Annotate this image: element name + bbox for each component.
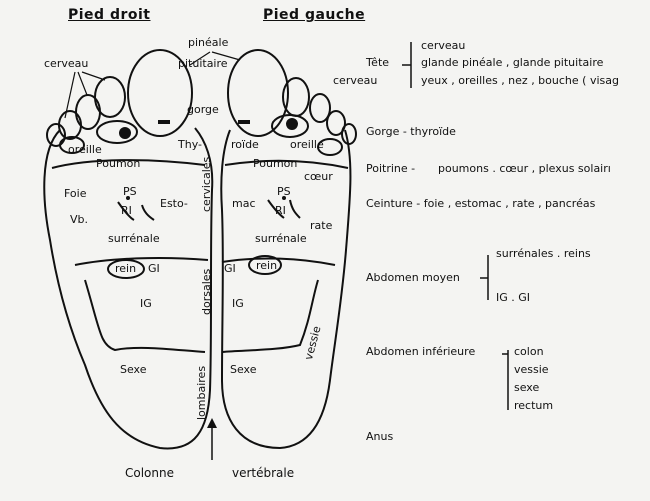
left-eye-pupil	[286, 118, 298, 130]
left-eye-region	[271, 114, 309, 138]
left-toe-5	[341, 123, 357, 145]
right-eye-region	[96, 120, 138, 144]
right-diaphragm-line	[51, 159, 206, 169]
right-eye-pupil	[119, 127, 131, 139]
left-toe-4	[326, 110, 346, 136]
right-ps-ri-dot	[126, 196, 130, 200]
left-foot-title: Pied gauche	[263, 7, 366, 23]
label-mac: mac	[232, 197, 256, 210]
left-gorge-mark	[238, 120, 250, 124]
spine-arrow-head	[207, 418, 217, 428]
legend-gorge: Gorge - thyroïde	[366, 125, 456, 138]
label-gi-left: GI	[224, 262, 236, 275]
right-toe-4	[58, 110, 82, 140]
label-cerveau-right: cerveau	[44, 57, 89, 70]
cerveau-right-pointer-lines	[64, 71, 106, 119]
legend-poitrine-label: Poitrine -	[366, 162, 416, 175]
legend-abdomen-inferieure-item-4: rectum	[514, 399, 554, 412]
left-foot-outline	[220, 129, 352, 450]
left-toe-3	[309, 93, 331, 123]
left-ear-region	[317, 138, 343, 156]
right-foot-outline	[43, 127, 214, 450]
right-toe-3	[75, 94, 101, 130]
label-ps-left: PS	[277, 185, 291, 198]
label-sexe-left: Sexe	[230, 363, 257, 376]
legend-tete-item-2: glande pinéale , glande pituitaire	[421, 56, 604, 69]
label-gi-right: GI	[148, 262, 160, 275]
abdomen-moyen-bracket	[480, 255, 489, 300]
left-waist-line	[221, 257, 336, 266]
label-ri-left: RI	[275, 204, 286, 217]
right-ps-ri-curve	[117, 201, 155, 221]
label-rein-right: rein	[115, 262, 137, 275]
legend-abdomen-inferieure-item-1: colon	[514, 345, 544, 358]
label-oreille-right: oreille	[68, 143, 102, 156]
legend-poitrine-text: poumons . cœur , plexus solairı	[438, 162, 611, 175]
label-coeur: cœur	[304, 170, 333, 183]
label-surrenale-left: surrénale	[255, 232, 307, 245]
right-ear-region	[59, 136, 85, 154]
left-ps-ri-curve	[267, 199, 301, 219]
legend-abdomen-inferieure-label: Abdomen inférieure	[366, 345, 476, 358]
label-thy: Thy-	[178, 138, 202, 151]
legend-tete-item-1: cerveau	[421, 39, 466, 52]
label-foie: Foie	[64, 187, 87, 200]
caption-vertebrale: vertébrale	[232, 466, 295, 480]
label-vb: Vb.	[70, 213, 89, 226]
legend-abdomen-moyen-label: Abdomen moyen	[366, 271, 460, 284]
legend-anus: Anus	[366, 430, 394, 443]
right-foot-title: Pied droit	[68, 7, 151, 23]
legend-tete-item-3: yeux , oreilles , nez , bouche ( visag	[421, 74, 619, 87]
left-rein-oval	[248, 255, 282, 275]
right-gorge-mark	[158, 120, 170, 124]
legend-ceinture: Ceinture - foie , estomac , rate , pancr…	[366, 197, 596, 210]
caption-colonne: Colonne	[125, 466, 174, 480]
label-lombaires: lombaires	[195, 365, 208, 420]
label-sexe-right: Sexe	[120, 363, 147, 376]
left-pelvis-line	[221, 279, 319, 353]
legend-tete-label: Tête	[366, 56, 390, 69]
label-ps-right: PS	[123, 185, 137, 198]
label-poumon-left: Poumon	[253, 157, 298, 170]
label-ig-left: IG	[232, 297, 244, 310]
left-diaphragm-line	[224, 159, 349, 169]
tete-bracket	[402, 42, 412, 88]
label-pituitaire: pituitaire	[178, 57, 228, 70]
label-dorsales: dorsales	[200, 268, 213, 315]
right-big-toe	[127, 49, 193, 137]
label-surrenale-right: surrénale	[108, 232, 160, 245]
left-ps-ri-dot	[282, 196, 286, 200]
label-gorge: gorge	[187, 103, 219, 116]
label-rate: rate	[310, 219, 333, 232]
label-rein-left: rein	[256, 259, 278, 272]
pineale-pointer	[189, 51, 241, 66]
label-pineale: pinéale	[188, 36, 229, 49]
label-poumon-right: Poumon	[96, 157, 141, 170]
label-cerveau-left: cerveau	[333, 74, 378, 87]
label-esto: Esto-	[160, 197, 188, 210]
legend-abdomen-inferieure-item-3: sexe	[514, 381, 540, 394]
label-ri-right: RI	[121, 204, 132, 217]
label-oreille-left: oreille	[290, 138, 324, 151]
label-ig-right: IG	[140, 297, 152, 310]
legend-abdomen-inferieure-item-2: vessie	[514, 363, 549, 376]
left-big-toe	[227, 49, 289, 137]
right-waist-line	[74, 256, 209, 266]
right-rein-oval	[107, 259, 145, 279]
right-pelvis-line	[84, 279, 206, 353]
abdomen-inferieure-bracket	[502, 350, 509, 410]
right-toe-5	[46, 123, 66, 147]
legend-abdomen-moyen-item-1: surrénales . reins	[496, 247, 591, 260]
legend-abdomen-moyen-item-2: IG . GI	[496, 291, 531, 304]
label-cervicales: cervicales	[200, 156, 213, 212]
label-roide: roïde	[231, 138, 259, 151]
